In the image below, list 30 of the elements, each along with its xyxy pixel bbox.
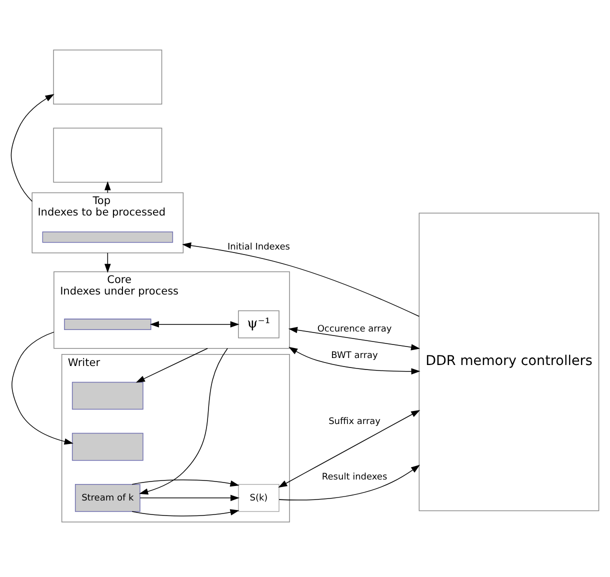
arrow (278, 409, 420, 488)
node-box (72, 432, 144, 460)
node-box (72, 381, 144, 410)
node-box: DDR memory controllers (418, 212, 600, 511)
arrow (132, 508, 240, 516)
arrow (104, 252, 111, 272)
arrow (140, 494, 240, 501)
arrow (182, 242, 420, 316)
node-box: Stream of k (74, 484, 140, 512)
edge-label: Initial Indexes (227, 242, 290, 252)
edge-label: Occurence array (317, 324, 392, 334)
node-box (53, 127, 162, 182)
edge-label: Result indexes (322, 472, 388, 482)
edge-label: BWT array (331, 350, 378, 360)
arrow (10, 94, 54, 202)
node-box (53, 49, 162, 104)
arrow (132, 479, 240, 486)
node-bar (42, 231, 174, 242)
cluster: Top Indexes to be processed (32, 192, 184, 253)
node-bar (64, 318, 152, 330)
node-box: S(k) (238, 484, 280, 512)
arrow (136, 348, 208, 382)
arrow (278, 464, 420, 500)
node-box: ψ⁻¹ (238, 310, 280, 338)
arrow (12, 331, 74, 444)
edge-label: Suffix array (328, 416, 380, 426)
arrow (288, 346, 420, 374)
arrow (150, 320, 240, 327)
arrow (288, 326, 420, 350)
arrow (139, 348, 228, 494)
